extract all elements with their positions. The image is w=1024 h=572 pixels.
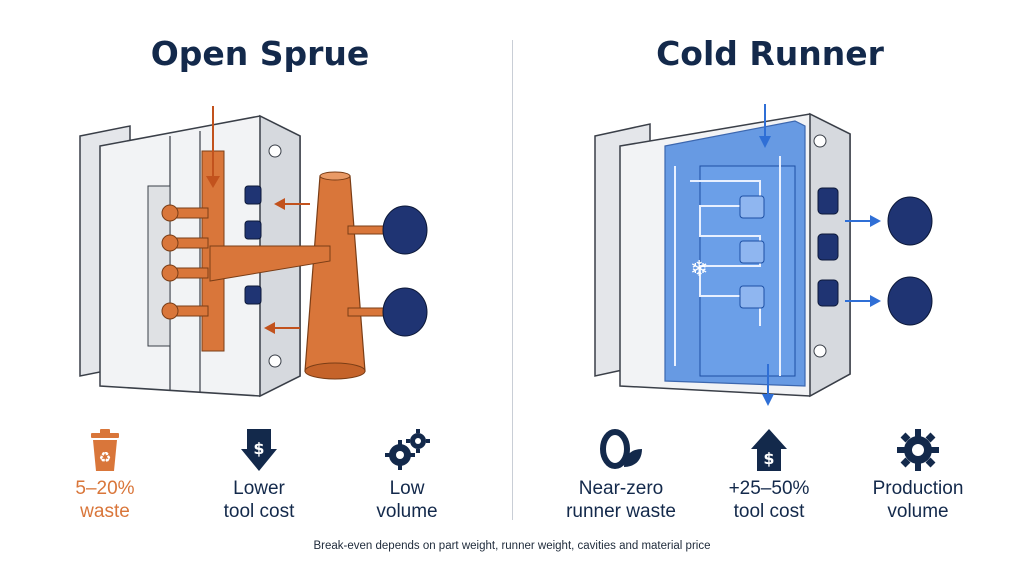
svg-text:❄: ❄ xyxy=(690,257,708,282)
cold-runner-title: Cold Runner xyxy=(656,34,884,73)
cost-up-icon: $ xyxy=(694,425,844,475)
open-sprue-title: Open Sprue xyxy=(150,34,370,73)
gears-icon xyxy=(332,425,482,475)
svg-text:♻: ♻ xyxy=(99,450,112,466)
center-divider xyxy=(512,40,513,520)
waste-line1: 5–20% xyxy=(75,478,135,499)
near-zero-line1: Near-zero xyxy=(578,478,664,499)
break-even-footnote: Break-even depends on part weight, runne… xyxy=(313,540,711,552)
svg-text:$: $ xyxy=(763,449,774,468)
gear-icon xyxy=(843,425,993,475)
feature-waste: ♻ 5–20%waste xyxy=(30,425,180,523)
tool-cost-higher-line2: tool cost xyxy=(733,501,805,522)
recycle-bin-icon: ♻ xyxy=(30,425,180,475)
feature-tool-cost-higher: $ +25–50%tool cost xyxy=(694,425,844,523)
cold-runner-illustration: ❄ xyxy=(540,96,1010,416)
zero-leaf-icon xyxy=(546,425,696,475)
open-sprue-illustration xyxy=(30,96,500,416)
cost-down-icon: $ xyxy=(184,425,334,475)
low-volume-line1: Low xyxy=(389,478,425,499)
tool-cost-lower-line1: Lower xyxy=(233,478,285,499)
low-volume-line2: volume xyxy=(376,501,438,522)
waste-line2: waste xyxy=(80,501,130,522)
production-volume-line1: Production xyxy=(872,478,964,499)
tool-cost-higher-line1: +25–50% xyxy=(728,478,810,499)
tool-cost-lower-line2: tool cost xyxy=(223,501,295,522)
production-volume-line2: volume xyxy=(887,501,949,522)
near-zero-line2: runner waste xyxy=(566,501,676,522)
svg-text:$: $ xyxy=(253,439,264,458)
